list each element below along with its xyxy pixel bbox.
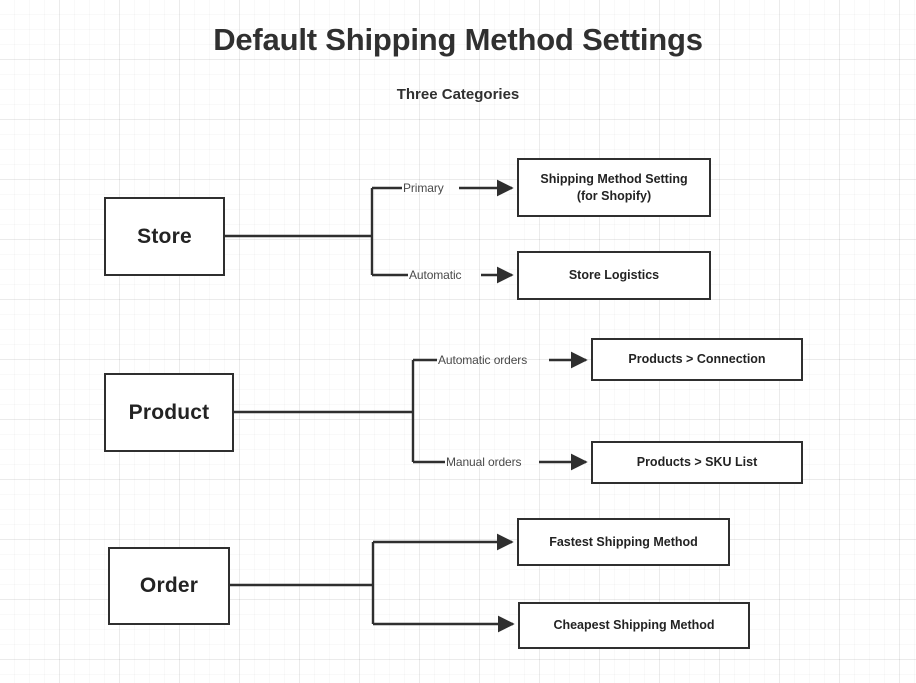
node-products-connection[interactable]: Products > Connection xyxy=(591,338,803,381)
node-shipping-method-setting[interactable]: Shipping Method Setting (for Shopify) xyxy=(517,158,711,217)
node-fastest-shipping-method-label: Fastest Shipping Method xyxy=(549,534,698,549)
node-products-sku-list-label: Products > SKU List xyxy=(636,455,758,470)
page-title: Default Shipping Method Settings xyxy=(213,22,703,57)
page-subtitle: Three Categories xyxy=(396,86,520,103)
node-products-connection-label: Products > Connection xyxy=(628,352,766,367)
node-shipping-method-setting-line2: (for Shopify) xyxy=(576,188,652,203)
node-order-label: Order xyxy=(139,574,199,597)
node-product[interactable]: Product xyxy=(104,373,234,452)
node-shipping-method-setting-line1: Shipping Method Setting xyxy=(540,171,688,186)
node-product-label: Product xyxy=(128,400,210,424)
connector-order-group xyxy=(230,533,515,633)
connector-product-group xyxy=(233,351,588,471)
node-products-sku-list[interactable]: Products > SKU List xyxy=(591,441,803,484)
node-store[interactable]: Store xyxy=(104,197,225,276)
node-fastest-shipping-method[interactable]: Fastest Shipping Method xyxy=(517,518,730,566)
node-store-logistics-label: Store Logistics xyxy=(568,268,660,283)
edge-label-store-automatic: Automatic xyxy=(409,268,462,282)
node-cheapest-shipping-method[interactable]: Cheapest Shipping Method xyxy=(518,602,750,649)
edge-label-product-manual-orders: Manual orders xyxy=(446,455,522,469)
node-order[interactable]: Order xyxy=(108,547,230,625)
edge-label-product-automatic-orders: Automatic orders xyxy=(438,353,528,367)
edge-label-store-primary: Primary xyxy=(403,181,444,195)
node-cheapest-shipping-method-label: Cheapest Shipping Method xyxy=(553,618,715,633)
node-store-label: Store xyxy=(137,224,192,248)
connector-store-group xyxy=(224,179,514,284)
node-store-logistics[interactable]: Store Logistics xyxy=(517,251,711,300)
